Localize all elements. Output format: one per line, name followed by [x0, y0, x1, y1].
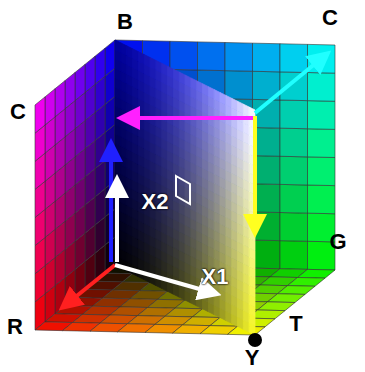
color-tile [280, 128, 308, 157]
axis-label: X2 [142, 191, 169, 213]
color-tile [45, 89, 55, 125]
color-tile [280, 241, 308, 270]
color-tile [280, 184, 308, 213]
color-tile [173, 69, 179, 81]
color-tile [278, 286, 316, 295]
color-tile [226, 95, 232, 107]
color-tile [138, 52, 144, 64]
color-tile [105, 40, 115, 76]
color-tile [179, 72, 185, 84]
color-tile [225, 43, 253, 72]
color-tile [75, 64, 85, 100]
color-tile [243, 104, 249, 116]
color-tile [197, 81, 203, 93]
color-tile [232, 98, 238, 110]
color-tile [280, 100, 308, 129]
color-tile [308, 73, 336, 102]
patch-outline [176, 176, 190, 204]
yellow-arrow [253, 116, 257, 226]
color-tile [308, 185, 336, 214]
color-tile [238, 101, 244, 113]
color-tile [55, 81, 65, 117]
diagonal-plane [115, 40, 255, 335]
color-tile [65, 73, 75, 109]
color-tile [280, 213, 308, 242]
color-tile [280, 72, 308, 101]
axis-label: C [10, 101, 26, 123]
color-tile [162, 63, 168, 75]
color-tile [203, 84, 209, 96]
axis-label: R [7, 316, 23, 338]
color-tile [253, 43, 281, 72]
color-tile [133, 49, 139, 61]
point-dot [248, 333, 262, 347]
color-tile [214, 90, 220, 102]
color-tile [168, 66, 174, 78]
color-tile [95, 48, 105, 84]
magenta-arrow [128, 116, 255, 120]
axis-label: Y [245, 347, 260, 369]
axis-arrows [68, 58, 322, 303]
axis-label: C [322, 7, 338, 29]
color-tile [144, 55, 150, 67]
cube-faces [35, 40, 335, 335]
color-tile [150, 58, 156, 70]
color-tile [208, 87, 214, 99]
x2-arrow [115, 186, 119, 262]
color-tile [288, 278, 326, 287]
blue-arrow [109, 150, 113, 262]
color-tile [220, 93, 226, 105]
color-tile [156, 60, 162, 72]
color-tile [308, 129, 336, 158]
color-tile [298, 269, 336, 278]
axis-label: G [329, 231, 346, 253]
x1-arrow [115, 265, 210, 292]
color-tile [258, 302, 296, 311]
axis-label: T [289, 313, 302, 335]
cyan-arrow [255, 58, 322, 113]
color-tile [280, 156, 308, 185]
color-tile [198, 42, 226, 71]
color-tile [280, 44, 308, 73]
red-arrow [68, 265, 115, 303]
color-tile [127, 46, 133, 58]
color-tile [308, 101, 336, 130]
color-tile [253, 240, 281, 269]
color-tile [170, 41, 198, 70]
axis-label: X1 [202, 266, 229, 288]
color-tile [225, 71, 253, 100]
color-tile [115, 40, 121, 52]
color-tile [185, 75, 191, 87]
color-tile [268, 294, 306, 303]
color-tile [85, 56, 95, 92]
color-tile [121, 43, 127, 55]
color-tile [191, 78, 197, 90]
color-tile [308, 157, 336, 186]
axis-label: B [117, 11, 133, 33]
color-tile [35, 97, 45, 133]
